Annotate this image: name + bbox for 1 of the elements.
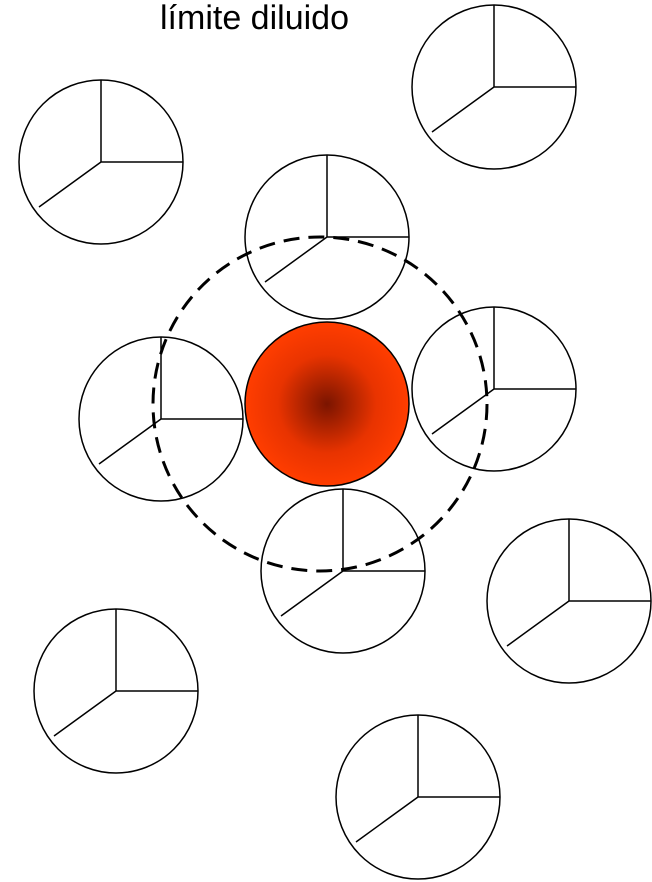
title: límite diluido [160,0,349,36]
